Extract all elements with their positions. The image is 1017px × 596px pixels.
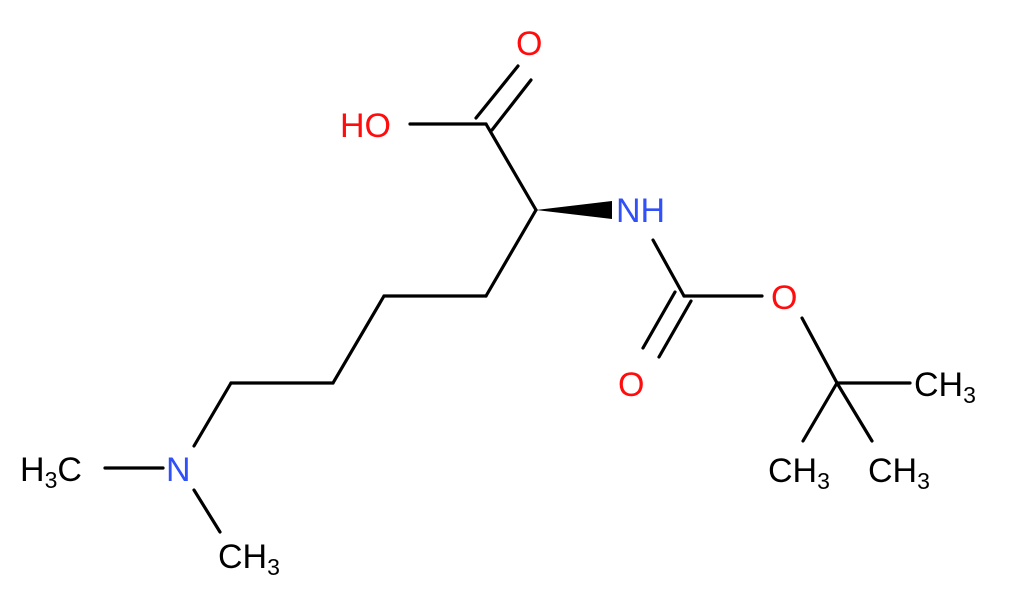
atom-h3c-amine-left: H3C: [20, 451, 82, 493]
wedge-bond-calpha-nh: [536, 201, 612, 219]
atom-ch3-bottom-left: CH3: [768, 452, 830, 494]
atom-n-amine: N: [166, 451, 191, 489]
atom-ch3-right-top: CH3: [914, 366, 976, 408]
atom-o-carbonyl-boc: O: [618, 366, 644, 404]
bond-cquat-methyl-bottomright: [835, 381, 874, 443]
bond-nh-ccarbonyl: [651, 238, 686, 298]
atom-oh-acid: HO: [340, 107, 391, 145]
bond-calpha-cbeta: [484, 208, 538, 298]
atom-ch3-bottom-right: CH3: [868, 452, 930, 494]
atom-ch3-amine-bottom: CH3: [218, 538, 280, 580]
bond-ccarbonyl-o-double-a: [641, 290, 677, 350]
bond-c1-o-double-b: [490, 78, 533, 132]
bond-c1-calpha: [484, 122, 538, 212]
bond-ccarbonyl-o-double-b: [657, 299, 693, 359]
atom-nh-amide: NH: [616, 192, 665, 230]
atom-o-carbonyl-acid: O: [516, 25, 542, 63]
atom-o-ester-boc: O: [771, 279, 797, 317]
bond-cquat-methyl-bottomleft: [801, 381, 839, 443]
bond-c1-o-double-a: [474, 64, 520, 120]
bond-cgamma-cdelta: [331, 294, 386, 385]
bond-oester-cquat: [800, 316, 839, 385]
bond-cepsilon-n: [192, 381, 233, 448]
bond-n-methyl-bottom: [192, 488, 222, 534]
